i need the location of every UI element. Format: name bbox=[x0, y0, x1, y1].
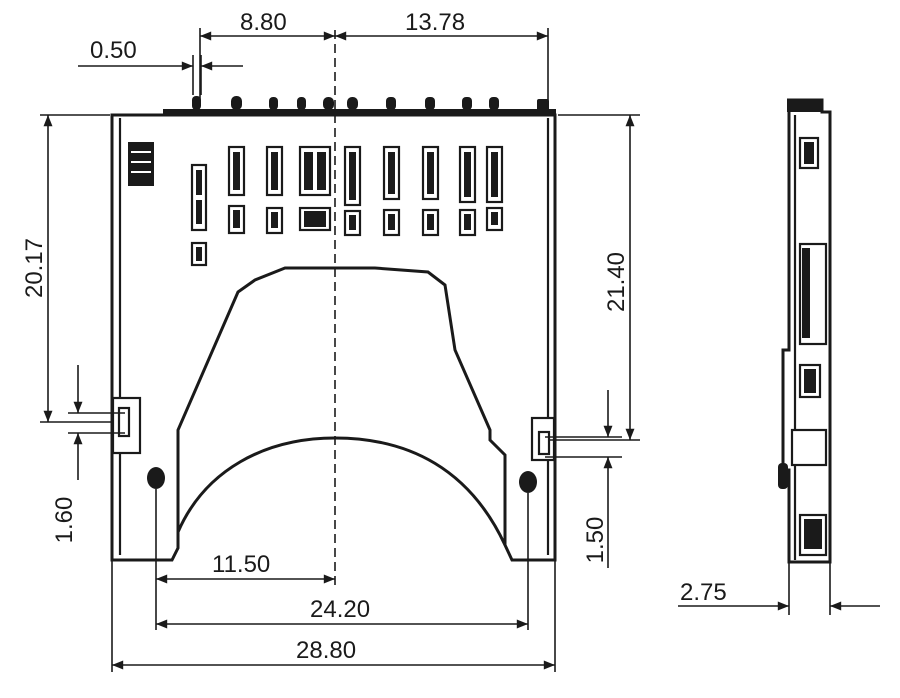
dim-28-80: 28.80 bbox=[296, 637, 356, 664]
dim-1-50: 1.50 bbox=[582, 517, 609, 564]
top-contact-bar bbox=[163, 109, 556, 116]
dim-21-40: 21.40 bbox=[603, 252, 630, 312]
side-view: 2.75 bbox=[678, 98, 880, 615]
right-mounting-post bbox=[519, 471, 537, 630]
contact-windows bbox=[190, 145, 504, 267]
dim-0-50: 0.50 bbox=[90, 37, 137, 64]
top-pins bbox=[192, 96, 549, 112]
card-slot-arc bbox=[176, 436, 507, 546]
dim-8-80: 8.80 bbox=[240, 9, 287, 36]
front-view bbox=[110, 30, 557, 630]
label-block bbox=[128, 142, 154, 186]
dim-24-20: 24.20 bbox=[310, 596, 370, 623]
right-latch bbox=[530, 416, 556, 462]
dim-20-17: 20.17 bbox=[21, 238, 48, 298]
dimensions: 8.80 13.78 0.50 20.17 1.60 21.40 1.50 bbox=[21, 9, 640, 672]
dim-1-60: 1.60 bbox=[51, 497, 78, 544]
left-mounting-post bbox=[147, 467, 165, 630]
dim-2-75: 2.75 bbox=[680, 579, 727, 606]
connector-body-outline bbox=[110, 113, 557, 562]
left-latch bbox=[111, 396, 142, 455]
dim-13-78: 13.78 bbox=[405, 9, 465, 36]
dim-11-50: 11.50 bbox=[212, 551, 270, 578]
